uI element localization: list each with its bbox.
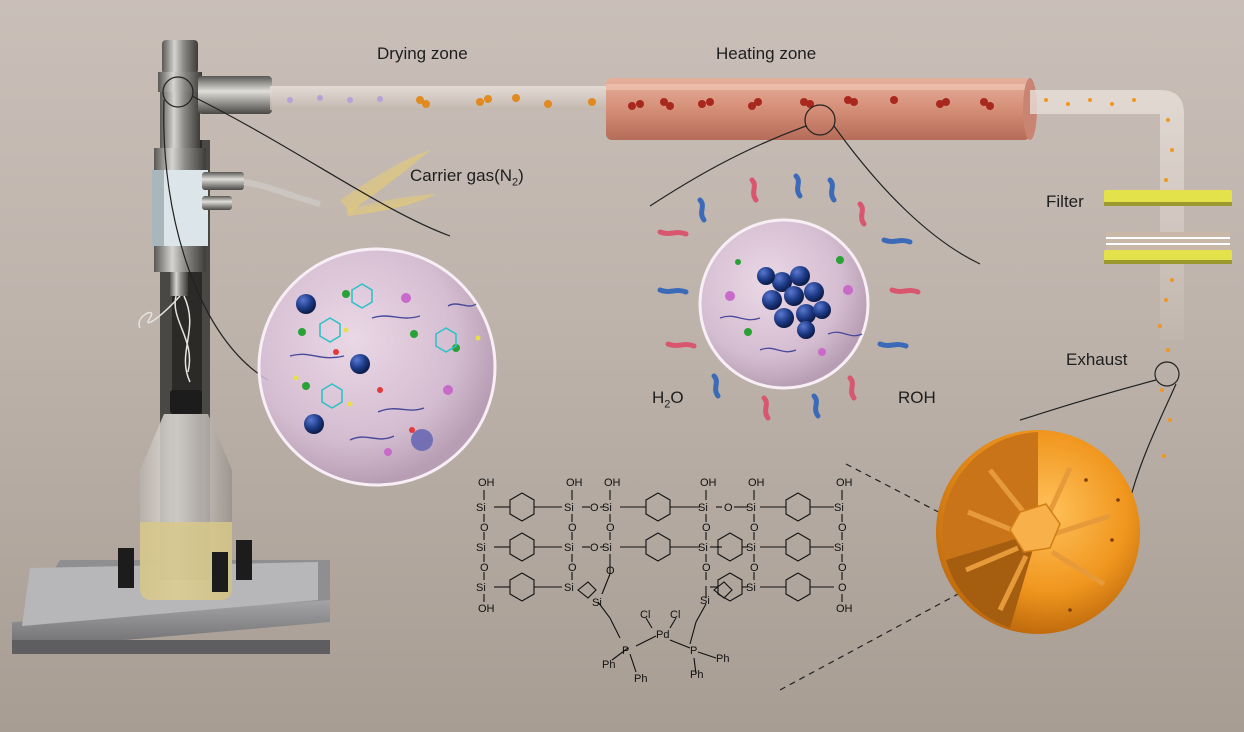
oh-top-left: OH xyxy=(478,478,495,489)
filter xyxy=(1104,190,1232,264)
si-label: Si xyxy=(698,502,708,514)
drying-tube xyxy=(270,86,610,110)
si-label: Si xyxy=(564,582,574,594)
solvent-evaporation-bubble xyxy=(657,173,921,421)
si-label: Si xyxy=(834,542,844,554)
o-label: O xyxy=(838,522,847,534)
o-label: O xyxy=(838,562,847,574)
precursor-bottle xyxy=(118,390,252,600)
carrier-gas-stream-inner xyxy=(346,194,436,216)
o-label: O xyxy=(702,562,711,574)
atomizer xyxy=(152,40,321,296)
ph-label: Ph xyxy=(634,673,647,685)
o-label: O xyxy=(590,542,599,554)
capillary-tubes xyxy=(138,295,191,383)
oh-top-right: OH xyxy=(836,478,853,489)
outlet-particles xyxy=(1044,98,1174,458)
outlet-tube xyxy=(1030,90,1184,340)
o-label: O xyxy=(702,522,711,534)
filter-label: Filter xyxy=(1046,192,1084,211)
ph-label: Ph xyxy=(716,653,729,665)
product-sphere xyxy=(936,430,1140,634)
si-label: Si xyxy=(564,542,574,554)
heating-particles xyxy=(628,96,994,110)
ph-label: Ph xyxy=(690,669,703,681)
pd-label: Pd xyxy=(656,629,669,641)
cl-right: Cl xyxy=(670,609,680,621)
si-label: Si xyxy=(592,597,602,609)
p-right: P xyxy=(690,645,697,657)
carrier-gas-close: ) xyxy=(518,166,524,185)
o-label: O xyxy=(724,502,733,514)
si-label: Si xyxy=(746,502,756,514)
oh-label: OH xyxy=(748,478,765,489)
h2o-h: H xyxy=(652,388,665,407)
carrier-gas-text: Carrier gas(N xyxy=(410,166,513,185)
o-label: O xyxy=(750,522,759,534)
si-label: Si xyxy=(476,542,486,554)
p-left: P xyxy=(622,645,629,657)
oh-bottom-right: OH xyxy=(836,603,853,615)
heating-tube xyxy=(606,78,1037,140)
oh-label: OH xyxy=(566,478,583,489)
oh-bottom-left: OH xyxy=(478,603,495,615)
h2o-label: H2O xyxy=(652,388,684,410)
cl-left: Cl xyxy=(640,609,650,621)
o-label: O xyxy=(568,522,577,534)
zoom-callouts xyxy=(162,76,1180,501)
o-label: O xyxy=(606,565,615,577)
si-label: Si xyxy=(700,595,710,607)
o-label: O xyxy=(568,562,577,574)
si-label: Si xyxy=(746,582,756,594)
precursor-droplet-bubble xyxy=(257,247,497,487)
si-label: Si xyxy=(746,542,756,554)
si-label: Si xyxy=(476,582,486,594)
h2o-o: O xyxy=(670,388,684,407)
chemical-structure: OH Si O Si O Si OH OH Si O O Si O O Si O… xyxy=(476,478,853,685)
ph-label: Ph xyxy=(602,659,615,671)
carrier-gas-label: Carrier gas(N2) xyxy=(410,166,524,188)
o-label: O xyxy=(750,562,759,574)
carrier-gas-stream xyxy=(340,150,430,212)
si-label: Si xyxy=(476,502,486,514)
o-label: O xyxy=(480,562,489,574)
si-label: Si xyxy=(602,502,612,514)
carrier-gas-subscript: 2 xyxy=(512,176,519,189)
o-label: O xyxy=(590,502,599,514)
drying-zone-label: Drying zone xyxy=(377,44,468,63)
drying-droplets xyxy=(287,94,596,108)
exhaust-label: Exhaust xyxy=(1066,350,1128,369)
roh-label: ROH xyxy=(898,388,936,407)
si-label: Si xyxy=(564,502,574,514)
oh-label: OH xyxy=(700,478,717,489)
si-label: Si xyxy=(834,502,844,514)
oh-label: OH xyxy=(604,478,621,489)
si-label: Si xyxy=(698,542,708,554)
o-label: O xyxy=(606,522,615,534)
heating-zone-label: Heating zone xyxy=(716,44,817,63)
h2o-subscript: 2 xyxy=(664,398,671,411)
si-label: Si xyxy=(602,542,612,554)
o-label: O xyxy=(480,522,489,534)
o-label: O xyxy=(838,582,847,594)
